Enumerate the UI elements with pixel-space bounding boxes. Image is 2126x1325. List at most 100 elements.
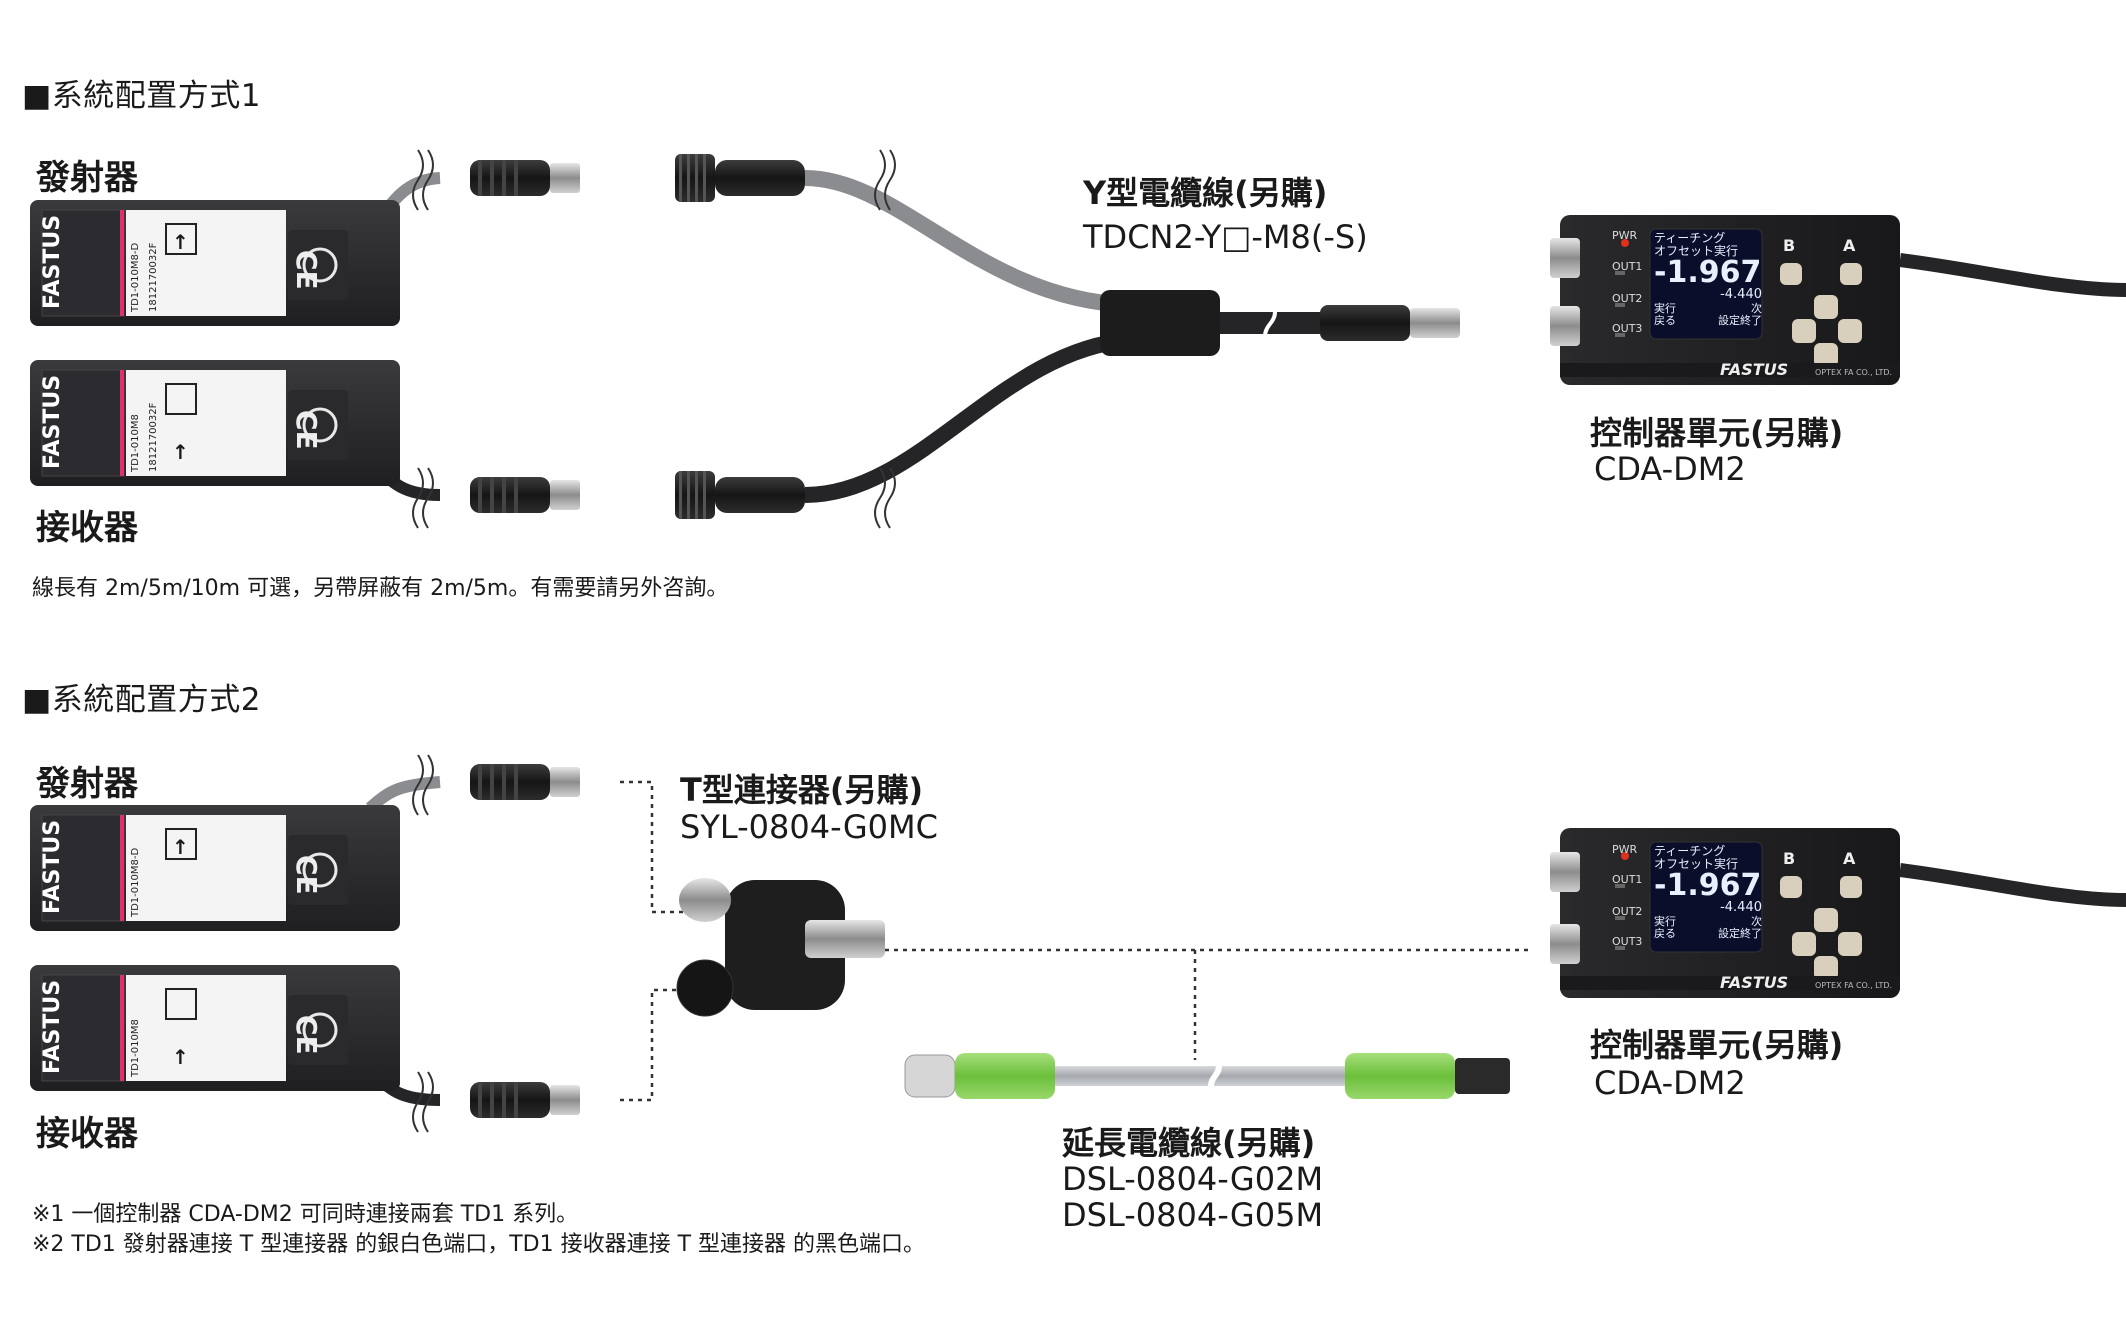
s2-controller-port-2 <box>1550 924 1580 964</box>
screen-sub: -4.440 <box>1720 287 1762 303</box>
break-mark <box>412 754 424 816</box>
ycable-name: Y型電纜線(另購) <box>1083 174 1328 212</box>
s2-controller-port-1 <box>1550 852 1580 892</box>
tconn-output-thread <box>805 920 885 958</box>
s1-controller-cable <box>1899 253 2126 297</box>
s1-emitter-ce: CE <box>290 250 323 290</box>
s2-emitter-cable <box>365 776 441 813</box>
tconn-silver-port <box>679 878 731 922</box>
s1-controller-port-1 <box>1550 238 1580 278</box>
s1-receiver-arrow: ↑ <box>172 440 189 464</box>
s2-ctrl-screen: ティーチング オフセット実行 -1.967 -4.440 実行次 戻る設定終了 <box>1654 844 1762 940</box>
s2-note-2: ※2 TD1 發射器連接 T 型連接器 的銀白色端口，TD1 接收器連接 T 型… <box>32 1232 926 1257</box>
ycable-branch-2 <box>804 332 1131 503</box>
break-mark <box>1263 298 1277 350</box>
break-mark <box>874 149 886 211</box>
screen-next: 次 <box>1751 914 1762 928</box>
s1-btn-b: B <box>1783 236 1796 255</box>
s1-controller-port-2 <box>1550 306 1580 346</box>
s1-ctrl-brand: FASTUS <box>1720 360 1789 379</box>
screen-sub: -4.440 <box>1720 900 1762 916</box>
s2-receiver-ce: CE <box>290 1015 323 1055</box>
s1-out2-label: OUT2 <box>1612 292 1643 305</box>
s2-out2-label: OUT2 <box>1612 905 1643 918</box>
ycable-female-1 <box>675 154 805 202</box>
s2-emitter-brand: FASTUS <box>40 819 65 915</box>
s1-receiver-serial: 1812170032F <box>148 402 159 472</box>
screen-exec: 実行 <box>1654 914 1676 928</box>
tconn-black-port <box>676 959 734 1017</box>
screen-value: -1.967 <box>1654 868 1762 904</box>
s2-receiver-arrow: ↑ <box>172 1045 189 1069</box>
s1-receiver-ce: CE <box>290 410 323 450</box>
break-mark <box>412 467 424 529</box>
screen-back: 戻る <box>1654 926 1676 940</box>
s2-receiver-brand: FASTUS <box>40 979 65 1075</box>
ext-male-thread <box>1455 1058 1510 1094</box>
ycable-splitter <box>1100 290 1220 356</box>
tconn-model: SYL-0804-G0MC <box>680 808 938 846</box>
break-mark <box>1208 1054 1222 1098</box>
s2-emitter-ce: CE <box>290 855 323 895</box>
screen-done: 設定終了 <box>1718 926 1762 940</box>
s1-ctrl-screen: ティーチング オフセット実行 -1.967 -4.440 実行次 戻る設定終了 <box>1654 231 1762 327</box>
ext-cable-model-2: DSL-0804-G05M <box>1062 1196 1324 1234</box>
s1-ctrl-leds: PWR <box>1612 230 1662 241</box>
break-mark <box>884 467 896 529</box>
ext-green-end-1 <box>955 1053 1055 1099</box>
ycable-branch-1 <box>804 170 1131 313</box>
s1-btn-a: A <box>1843 236 1856 255</box>
s1-receiver-connector <box>470 477 580 513</box>
s1-emitter-serial: 1812170032F <box>148 242 159 312</box>
s2-controller-name: 控制器單元(另購) <box>1590 1026 1844 1064</box>
break-mark <box>412 1071 424 1133</box>
s2-emitter-connector <box>470 764 580 800</box>
s2-out3-label: OUT3 <box>1612 935 1643 948</box>
s1-emitter-model: TD1-010M8-D <box>130 242 141 312</box>
s2-ctrl-maker: OPTEX FA CO., LTD. <box>1815 981 1893 990</box>
s1-emitter-connector <box>470 160 580 196</box>
tconn-name: T型連接器(另購) <box>680 771 924 809</box>
dotted-line-emitter <box>620 780 685 914</box>
dotted-line-receiver <box>620 988 685 1102</box>
screen-done: 設定終了 <box>1718 313 1762 327</box>
s1-ctrl-maker: OPTEX FA CO., LTD. <box>1815 368 1893 377</box>
break-mark <box>874 467 886 529</box>
screen-back: 戻る <box>1654 313 1676 327</box>
ext-cable-name: 延長電纜線(另購) <box>1062 1124 1316 1162</box>
break-mark <box>422 149 434 211</box>
s1-receiver-label: 接收器 <box>36 508 138 548</box>
s1-emitter-label: 發射器 <box>36 158 138 198</box>
section2-title: ■系統配置方式2 <box>22 682 262 718</box>
s2-ctrl-brand: FASTUS <box>1720 973 1789 992</box>
ext-cable-body <box>1055 1066 1345 1086</box>
break-mark <box>422 754 434 816</box>
break-mark <box>422 467 434 529</box>
s1-note: 線長有 2m/5m/10m 可選，另帶屏蔽有 2m/5m。有需要請另外咨詢。 <box>32 576 729 601</box>
ext-green-end-2 <box>1345 1053 1455 1099</box>
screen-line1: ティーチング <box>1654 231 1726 245</box>
s2-btn-a: A <box>1843 849 1856 868</box>
s1-receiver-brand: FASTUS <box>40 374 65 470</box>
tconn-body <box>725 880 845 1010</box>
s2-out1-label: OUT1 <box>1612 873 1643 886</box>
ycable-end-connector <box>1320 305 1410 341</box>
break-mark <box>412 149 424 211</box>
s2-note-1: ※1 一個控制器 CDA-DM2 可同時連接兩套 TD1 系列。 <box>32 1202 579 1227</box>
screen-exec: 実行 <box>1654 301 1676 315</box>
s1-emitter-brand: FASTUS <box>40 214 65 310</box>
pwr-label: PWR <box>1612 229 1638 242</box>
s1-out3-label: OUT3 <box>1612 322 1643 335</box>
ext-cable-model-1: DSL-0804-G02M <box>1062 1160 1324 1198</box>
s2-receiver-label: 接收器 <box>36 1114 138 1154</box>
screen-line2: オフセット実行 <box>1654 857 1739 872</box>
screen-line2: オフセット実行 <box>1654 244 1739 259</box>
s2-pwr-label: PWR <box>1612 843 1638 856</box>
ycable-end-thread <box>1410 308 1460 338</box>
ycable-model: TDCN2-Y□-M8(-S) <box>1083 218 1368 256</box>
break-mark <box>884 149 896 211</box>
ext-female-nut <box>904 1054 956 1098</box>
screen-value: -1.967 <box>1654 255 1762 291</box>
section1-title: ■系統配置方式1 <box>22 78 262 114</box>
